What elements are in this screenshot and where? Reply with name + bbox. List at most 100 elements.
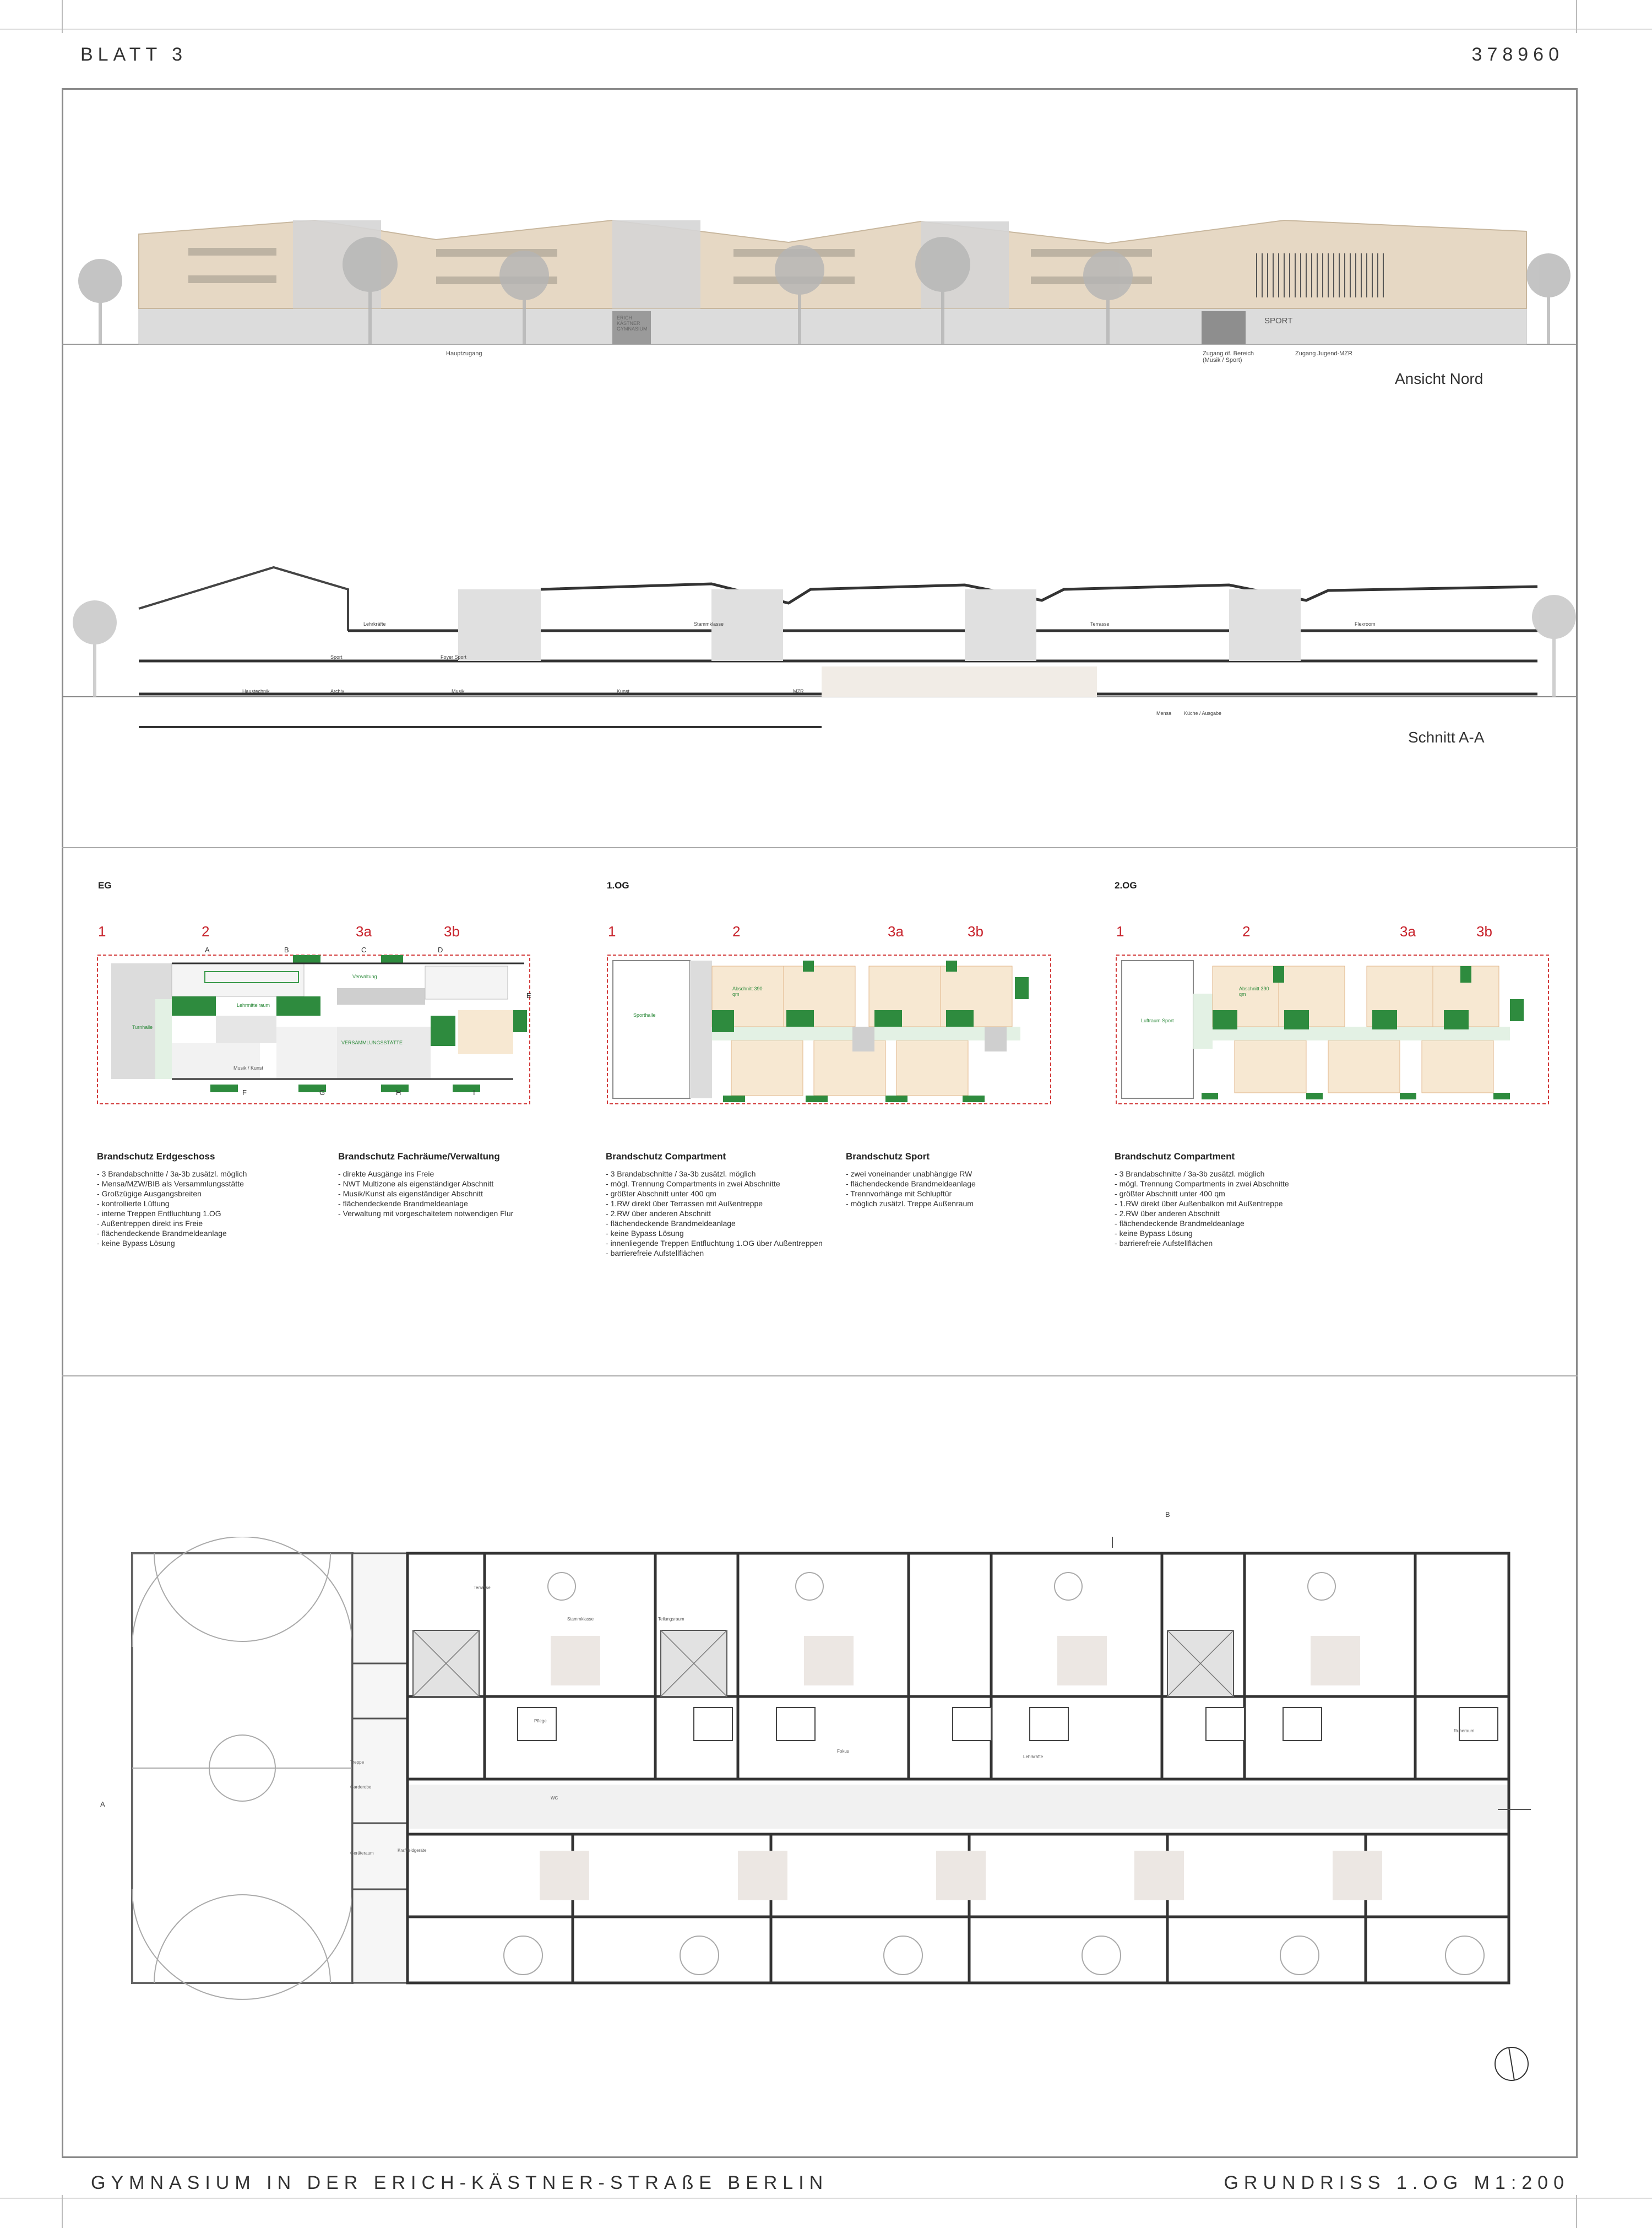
note-item: direkte Ausgänge ins Freie	[338, 1169, 569, 1179]
floorplan-room-stammklasse: Stammklasse	[567, 1617, 594, 1622]
note-item: 2.RW über anderen Abschnitt	[1115, 1208, 1346, 1218]
og1-room-sporthalle: Sporthalle	[633, 1012, 656, 1018]
note-item: 2.RW über anderen Abschnitt	[606, 1208, 837, 1218]
note-item: 3 Brandabschnitte / 3a-3b zusätzl. mögli…	[97, 1169, 328, 1179]
note-item: Musik/Kunst als eigenständiger Abschnitt	[338, 1189, 569, 1199]
floorplan-room-teilungsraum: Teilungsraum	[658, 1617, 684, 1622]
grid-letter-c: C	[361, 946, 367, 954]
section-room-sport: Sport	[330, 654, 343, 660]
note-item: Mensa/MZW/BIB als Versammlungsstätte	[97, 1179, 328, 1189]
label-access-oe: Zugang öf. Bereich (Musik / Sport)	[1203, 350, 1254, 364]
note-item: größter Abschnitt unter 400 qm	[606, 1189, 837, 1199]
plan-title-1og: 1.OG	[607, 880, 629, 891]
og1-section-3b: 3b	[968, 923, 983, 940]
eg-section-3b: 3b	[444, 923, 460, 940]
plan-title-eg: EG	[98, 880, 112, 891]
og2-section-3b: 3b	[1476, 923, 1492, 940]
note-item: innenliegende Treppen Entfluchtung 1.OG …	[606, 1238, 837, 1248]
label-main-entrance: Hauptzugang	[446, 350, 482, 357]
note-item: zwei voneinander unabhängige RW	[846, 1169, 1077, 1179]
note-item: keine Bypass Lösung	[1115, 1228, 1346, 1238]
axis-mark-a: A	[100, 1800, 105, 1808]
grid-letter-h: H	[396, 1088, 401, 1097]
sheet-title: GRUNDRISS 1.OG M1:200	[1224, 2172, 1569, 2193]
axis-mark-b: B	[1165, 1510, 1170, 1519]
grid-letter-f: F	[242, 1088, 247, 1097]
crop-mark-bl	[62, 2195, 63, 2228]
og2-section-3a: 3a	[1400, 923, 1416, 940]
north-arrow-icon	[1495, 2047, 1529, 2081]
plan-title-2og: 2.OG	[1115, 880, 1137, 891]
divider-1	[62, 847, 1578, 848]
floorplan-room-terrasse: Terrasse	[474, 1585, 491, 1590]
note-item: keine Bypass Lösung	[606, 1228, 837, 1238]
note-item: flächendeckende Brandmeldeanlage	[97, 1228, 328, 1238]
og2-section-1: 1	[1116, 923, 1124, 940]
elevation-title: Ansicht Nord	[1395, 370, 1483, 387]
section-room-mensa: Mensa	[1156, 711, 1172, 716]
note-item: 1.RW direkt über Terrassen mit Außentrep…	[606, 1199, 837, 1208]
eg-section-1: 1	[98, 923, 106, 940]
note-item: mögl. Trennung Compartments in zwei Absc…	[1115, 1179, 1346, 1189]
project-title: GYMNASIUM IN DER ERICH-KÄSTNER-STRAßE BE…	[91, 2172, 829, 2193]
plan-2og	[1116, 955, 1549, 1104]
note-item: Großzügige Ausgangsbreiten	[97, 1189, 328, 1199]
section-room-haustechnik: Haustechnik	[242, 689, 270, 694]
eg-room-versammlung: VERSAMMLUNGSSTÄTTE	[341, 1040, 403, 1045]
notes-compartment-1og: Brandschutz Compartment 3 Brandabschnitt…	[606, 1151, 837, 1258]
note-item: NWT Multizone als eigenständiger Abschni…	[338, 1179, 569, 1189]
section-a-a	[62, 566, 1576, 728]
floorplan-1og	[131, 1537, 1531, 2000]
section-room-stammklasse-1: Stammklasse	[694, 621, 724, 627]
project-number: 378960	[1471, 44, 1564, 65]
sign-sport: SPORT	[1264, 316, 1293, 326]
frame-right	[1576, 88, 1578, 2158]
north-elevation	[62, 219, 1576, 345]
section-room-archiv: Archiv	[330, 689, 345, 694]
note-item: keine Bypass Lösung	[97, 1238, 328, 1248]
og1-section-1: 1	[608, 923, 616, 940]
note-item: interne Treppen Entfluchtung 1.OG	[97, 1208, 328, 1218]
note-item: barrierefreie Aufstellflächen	[1115, 1238, 1346, 1248]
grid-letter-g: G	[319, 1088, 325, 1097]
eg-room-musik: Musik / Kunst	[233, 1065, 264, 1071]
note-item: flächendeckende Brandmeldeanlage	[606, 1218, 837, 1228]
grid-letter-e: E	[526, 991, 531, 1000]
notes-sport-list: zwei voneinander unabhängige RW flächend…	[846, 1169, 1077, 1208]
notes-eg: Brandschutz Erdgeschoss 3 Brandabschnitt…	[97, 1151, 328, 1248]
og1-section-2: 2	[732, 923, 741, 940]
notes-compartment-2og-heading: Brandschutz Compartment	[1115, 1151, 1235, 1162]
note-item: kontrollierte Lüftung	[97, 1199, 328, 1208]
plan-1og	[607, 955, 1051, 1104]
eg-room-lehrmittel: Lehrmittelraum	[237, 1002, 270, 1008]
frame-left	[62, 88, 63, 2158]
notes-fachraeume: Brandschutz Fachräume/Verwaltung direkte…	[338, 1151, 569, 1218]
floorplan-room-pflege: Pflege	[534, 1719, 547, 1723]
og2-room-luftraum: Luftraum Sport	[1141, 1018, 1174, 1023]
notes-eg-list: 3 Brandabschnitte / 3a-3b zusätzl. mögli…	[97, 1169, 328, 1248]
og2-section-2: 2	[1242, 923, 1251, 940]
section-room-foyer-sport: Foyer Sport	[441, 654, 467, 660]
header-rule	[0, 29, 1652, 30]
floorplan-room-ruheraum: Ruheraum	[1454, 1728, 1475, 1733]
notes-compartment-1og-list: 3 Brandabschnitte / 3a-3b zusätzl. mögli…	[606, 1169, 837, 1258]
grid-letter-d: D	[438, 946, 443, 954]
note-item: Trennvorhänge mit Schlupftür	[846, 1189, 1077, 1199]
notes-compartment-2og-list: 3 Brandabschnitte / 3a-3b zusätzl. mögli…	[1115, 1169, 1346, 1248]
floorplan-room-treppe: Treppe	[350, 1760, 365, 1765]
floorplan-room-kraftfeld: Kraftfeldgeräte	[398, 1848, 427, 1853]
grid-letter-b: B	[284, 946, 289, 954]
note-item: flächendeckende Brandmeldeanlage	[846, 1179, 1077, 1189]
frame-bottom	[62, 2156, 1578, 2158]
og2-room-abschnitt: Abschnitt 390 qm	[1239, 986, 1269, 997]
floorplan-room-geraeteraum: Geräteraum	[350, 1851, 374, 1856]
note-item: möglich zusätzl. Treppe Außenraum	[846, 1199, 1077, 1208]
og1-room-abschnitt: Abschnitt 390 qm	[732, 986, 763, 997]
floorplan-room-wc: WC	[551, 1796, 558, 1801]
section-room-mzr: MZR	[793, 689, 804, 694]
section-title: Schnitt A-A	[1408, 729, 1485, 746]
notes-fachraeume-heading: Brandschutz Fachräume/Verwaltung	[338, 1151, 500, 1162]
note-item: 3 Brandabschnitte / 3a-3b zusätzl. mögli…	[1115, 1169, 1346, 1179]
note-item: flächendeckende Brandmeldeanlage	[338, 1199, 569, 1208]
footer-rule	[0, 2198, 1652, 2199]
